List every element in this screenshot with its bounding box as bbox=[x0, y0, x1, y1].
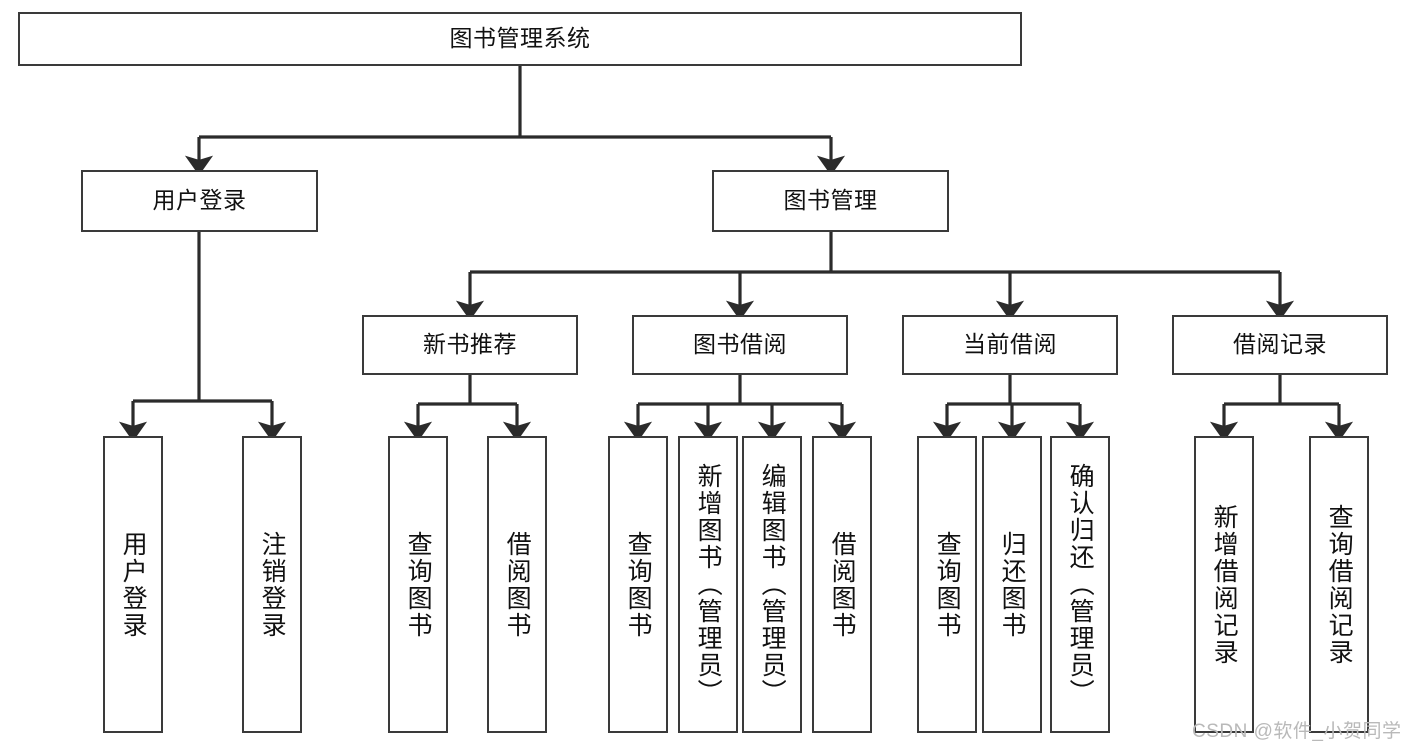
leaf-add-borrow-record[interactable]: 新增借阅记录 bbox=[1194, 436, 1254, 733]
node-label: 用户登录 bbox=[152, 187, 247, 214]
node-book-borrow[interactable]: 图书借阅 bbox=[632, 315, 848, 375]
node-label: 图书管理 bbox=[783, 187, 878, 214]
node-label: 确认归还（管理员） bbox=[1066, 463, 1095, 706]
leaf-query-book-current[interactable]: 查询图书 bbox=[917, 436, 977, 733]
leaf-logout[interactable]: 注销登录 bbox=[242, 436, 302, 733]
leaf-query-book-new[interactable]: 查询图书 bbox=[388, 436, 448, 733]
node-label: 新书推荐 bbox=[423, 331, 517, 358]
node-label: 用户登录 bbox=[119, 530, 148, 639]
node-label: 编辑图书（管理员） bbox=[758, 463, 787, 706]
csdn-watermark: CSDN @软件_小贺同学 bbox=[1192, 721, 1402, 742]
node-label: 查询图书 bbox=[933, 530, 962, 639]
node-label: 图书管理系统 bbox=[449, 25, 591, 52]
node-label: 归还图书 bbox=[998, 530, 1027, 639]
leaf-return-book[interactable]: 归还图书 bbox=[982, 436, 1042, 733]
leaf-query-borrow-record[interactable]: 查询借阅记录 bbox=[1309, 436, 1369, 733]
node-label: 新增借阅记录 bbox=[1210, 503, 1239, 666]
leaf-edit-book-admin[interactable]: 编辑图书（管理员） bbox=[742, 436, 802, 733]
node-label: 新增图书（管理员） bbox=[694, 463, 723, 706]
node-label: 借阅记录 bbox=[1233, 331, 1327, 358]
node-root-system[interactable]: 图书管理系统 bbox=[18, 12, 1022, 66]
node-book-management[interactable]: 图书管理 bbox=[712, 170, 949, 232]
node-label: 注销登录 bbox=[258, 530, 287, 639]
node-new-book-recommend[interactable]: 新书推荐 bbox=[362, 315, 578, 375]
leaf-add-book-admin[interactable]: 新增图书（管理员） bbox=[678, 436, 738, 733]
node-label: 查询图书 bbox=[404, 530, 433, 639]
leaf-borrow-book-new[interactable]: 借阅图书 bbox=[487, 436, 547, 733]
node-borrow-record[interactable]: 借阅记录 bbox=[1172, 315, 1388, 375]
node-label: 查询图书 bbox=[624, 530, 653, 639]
leaf-query-book-borrow[interactable]: 查询图书 bbox=[608, 436, 668, 733]
node-label: 借阅图书 bbox=[503, 530, 532, 639]
leaf-user-login[interactable]: 用户登录 bbox=[103, 436, 163, 733]
leaf-confirm-return-admin[interactable]: 确认归还（管理员） bbox=[1050, 436, 1110, 733]
node-current-borrow[interactable]: 当前借阅 bbox=[902, 315, 1118, 375]
leaf-borrow-book[interactable]: 借阅图书 bbox=[812, 436, 872, 733]
node-label: 当前借阅 bbox=[963, 331, 1057, 358]
node-label: 图书借阅 bbox=[693, 331, 787, 358]
node-user-login[interactable]: 用户登录 bbox=[81, 170, 318, 232]
node-label: 借阅图书 bbox=[828, 530, 857, 639]
node-label: 查询借阅记录 bbox=[1325, 503, 1354, 666]
